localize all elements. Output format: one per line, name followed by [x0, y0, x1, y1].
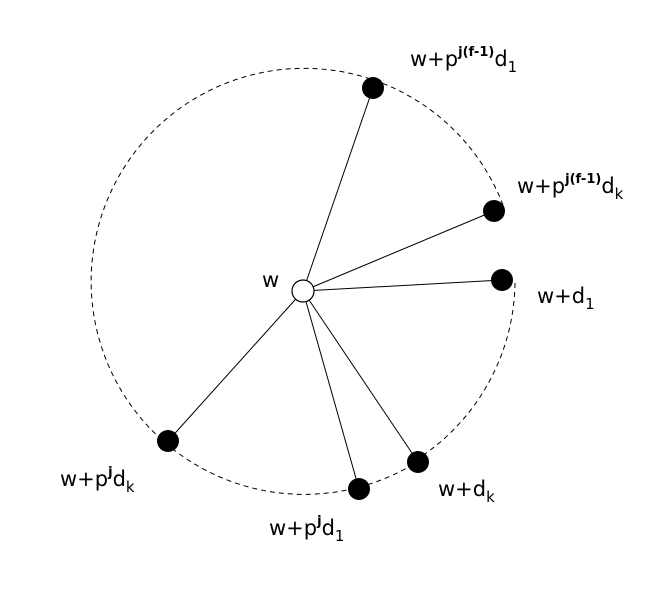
- label-upper-right: w+pj(f-1)dk: [517, 172, 624, 203]
- dashed-arc-main: [90, 67, 504, 495]
- label-upper-right-base: w+p: [517, 174, 565, 198]
- label-upper-right-sup: j(f-1): [564, 172, 601, 187]
- label-top-base: w+p: [410, 47, 458, 71]
- spokes: [167, 87, 503, 490]
- label-center: w: [262, 268, 279, 292]
- label-upper-right-d: d: [601, 174, 614, 198]
- label-upper-right-sub: k: [615, 185, 624, 203]
- label-bottom-sub: 1: [335, 527, 345, 545]
- node-top: [362, 77, 384, 99]
- label-bottom-sup: j: [316, 514, 321, 529]
- label-bottom: w+pjd1: [269, 514, 344, 545]
- label-left-d: d: [113, 467, 126, 491]
- label-lower-right-sub: k: [486, 488, 495, 506]
- spoke-upper-right: [302, 210, 495, 292]
- dashed-arc-right: [421, 282, 516, 457]
- spoke-bottom: [302, 290, 360, 490]
- label-lower-right-base: w+d: [438, 477, 486, 501]
- node-right: [491, 269, 513, 291]
- label-top-d: d: [494, 47, 507, 71]
- label-top-sub: 1: [508, 58, 518, 76]
- label-lower-right: w+dk: [438, 477, 495, 506]
- label-left: w+pjdk: [60, 465, 135, 496]
- label-right: w+d1: [537, 284, 595, 313]
- node-upper-right: [483, 200, 505, 222]
- node-lower-right: [407, 451, 429, 473]
- label-left-sub: k: [126, 478, 135, 496]
- spoke-top: [302, 87, 374, 292]
- label-left-sup: j: [107, 465, 112, 480]
- spoke-right: [302, 279, 503, 292]
- node-center: [291, 279, 315, 303]
- spoke-left: [167, 290, 304, 442]
- node-left: [157, 430, 179, 452]
- label-bottom-base: w+p: [269, 516, 317, 540]
- label-left-base: w+p: [60, 467, 108, 491]
- label-top-sup: j(f-1): [457, 45, 494, 60]
- label-top: w+pj(f-1)d1: [410, 45, 517, 76]
- label-bottom-d: d: [322, 516, 335, 540]
- label-right-base: w+d: [537, 284, 585, 308]
- node-bottom: [348, 478, 370, 500]
- spoke-lower-right: [302, 290, 419, 463]
- label-right-sub: 1: [585, 295, 595, 313]
